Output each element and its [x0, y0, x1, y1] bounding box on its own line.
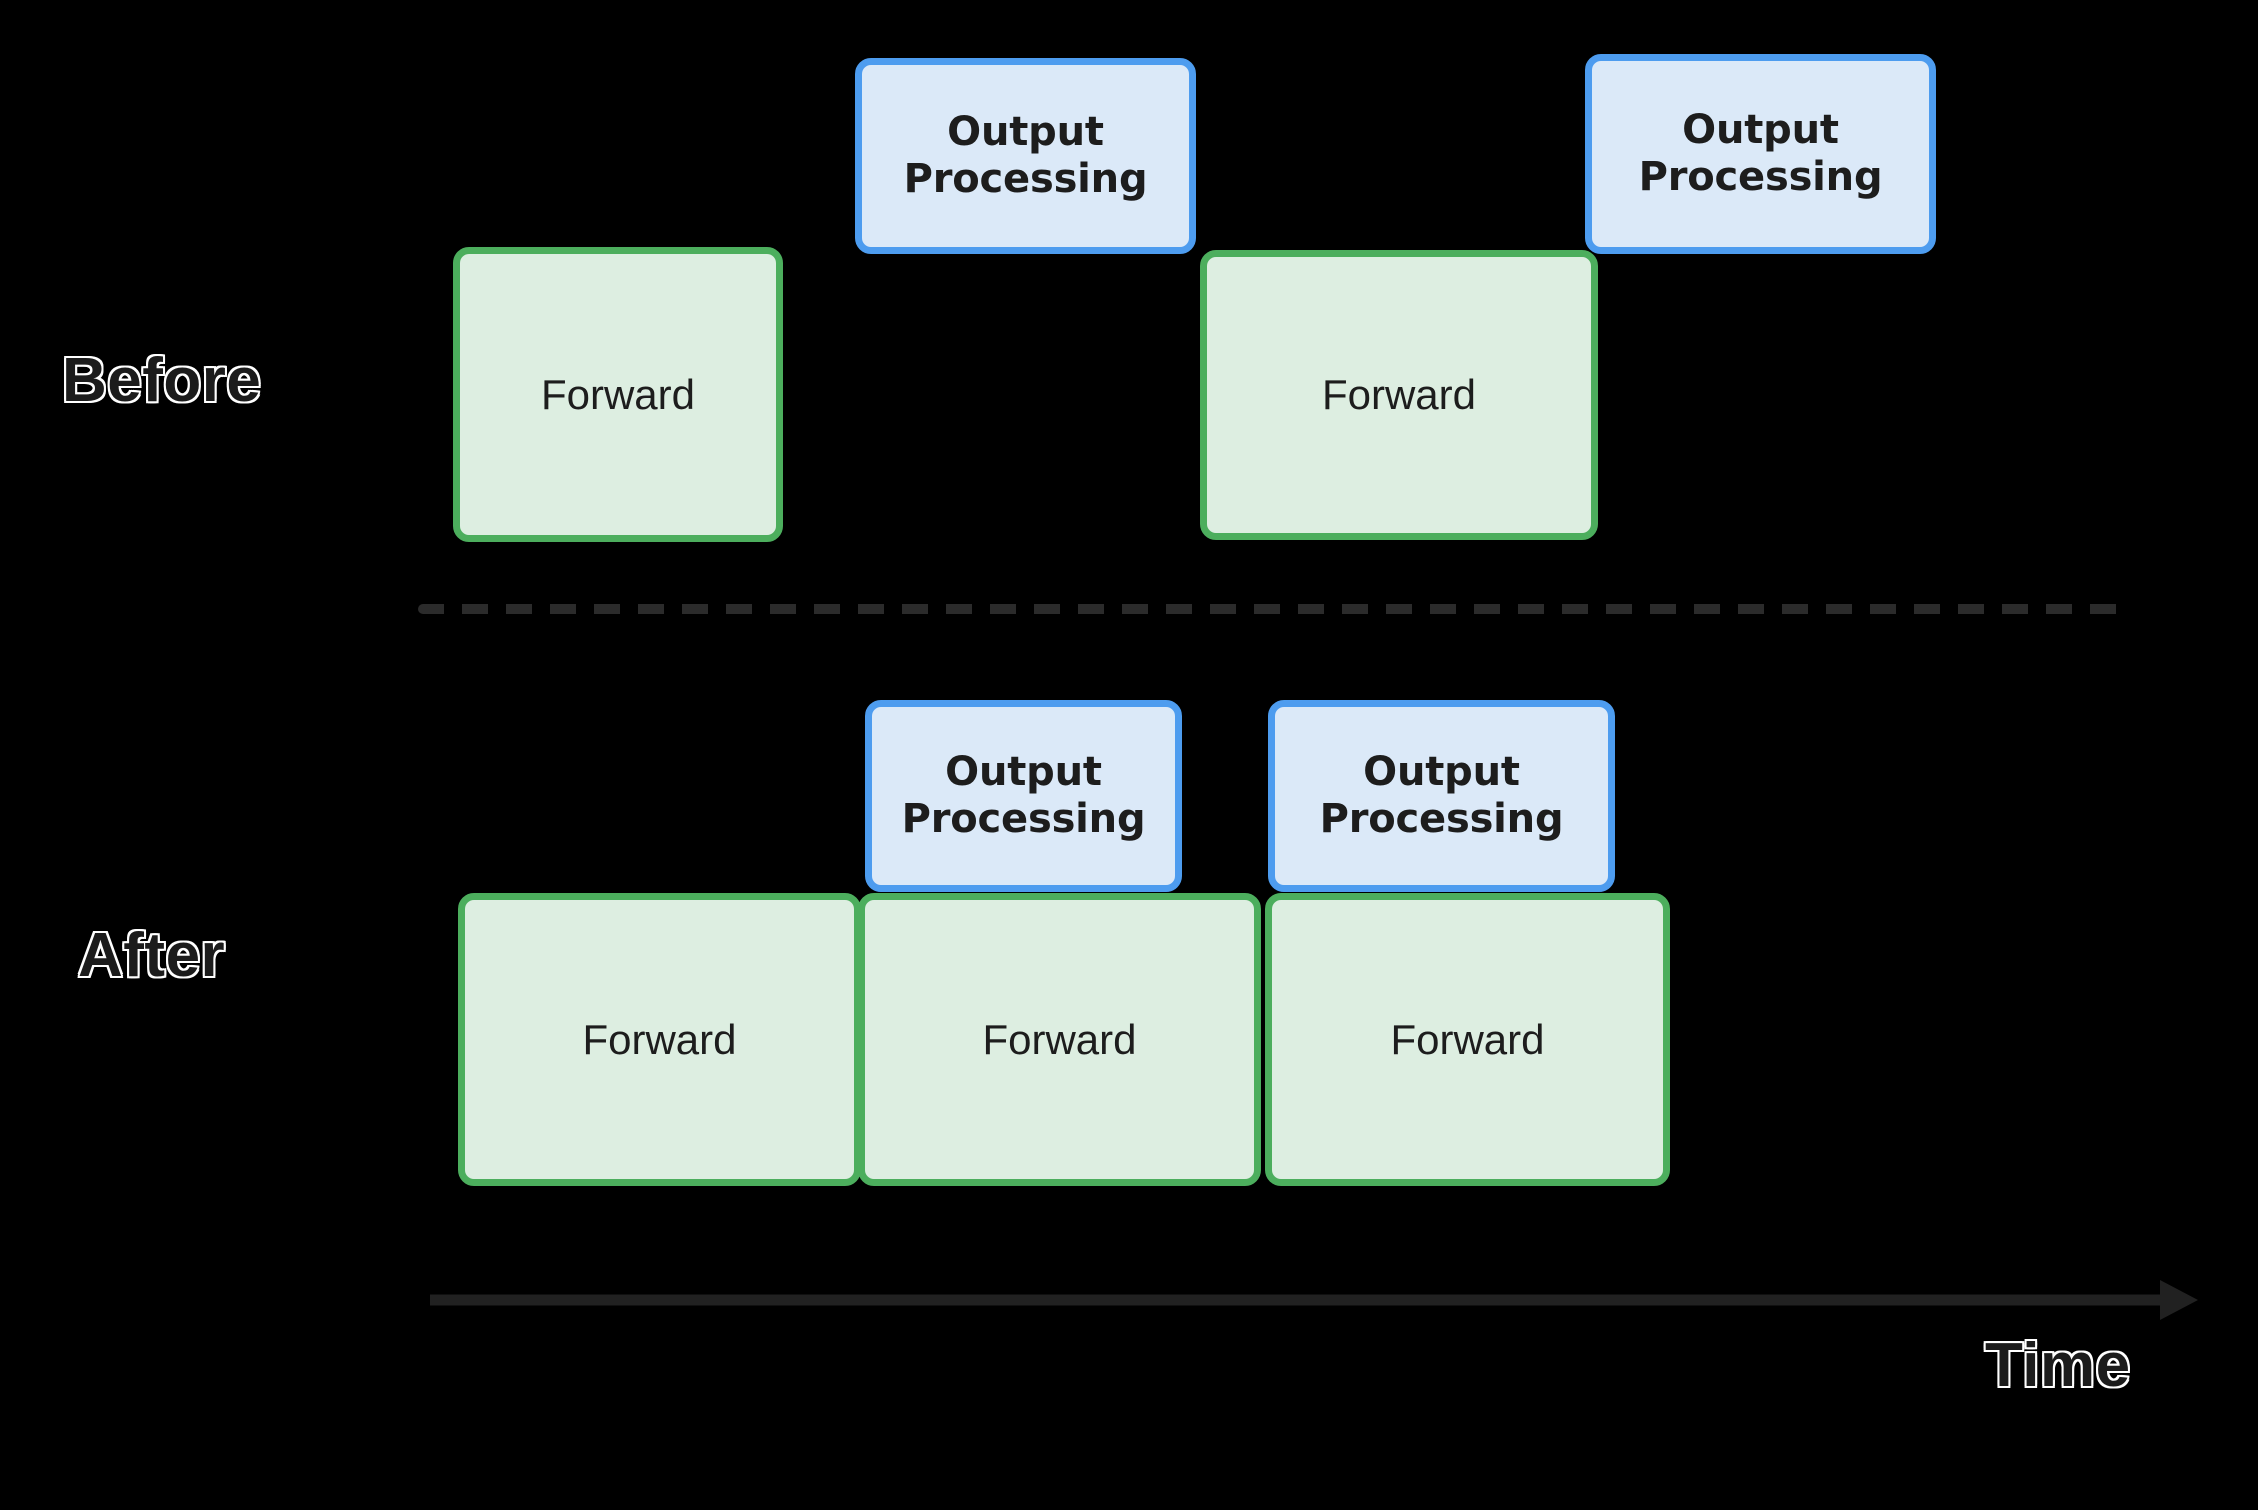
before-forward-label-1: Forward [540, 370, 696, 418]
after-forward-label-2: Forward [982, 1015, 1137, 1063]
time-axis-label: Time [1984, 1330, 2132, 1402]
after-output-processing-block-2: Output Processing [1268, 700, 1615, 892]
after-forward-block-2: Forward [858, 893, 1261, 1186]
before-output-processing-block-2: Output Processing [1585, 54, 1936, 254]
after-output-processing-block-1: Output Processing [865, 700, 1182, 892]
after-forward-label-1: Forward [582, 1015, 737, 1063]
section-divider-dashed-line [418, 604, 2123, 614]
time-axis-arrow [430, 1270, 2200, 1330]
after-forward-label-3: Forward [1390, 1015, 1545, 1063]
before-forward-block-2: Forward [1200, 250, 1598, 540]
before-forward-label-2: Forward [1321, 371, 1477, 419]
after-forward-block-3: Forward [1265, 893, 1670, 1186]
row-label-before: Before [60, 345, 262, 417]
before-output-processing-block-1: Output Processing [855, 58, 1196, 254]
before-output-processing-label-1: Output Processing [903, 108, 1148, 202]
after-output-processing-label-2: Output Processing [1319, 748, 1564, 842]
row-label-after: After [76, 920, 226, 992]
before-forward-block-1: Forward [453, 247, 783, 542]
after-forward-block-1: Forward [458, 893, 861, 1186]
before-output-processing-label-2: Output Processing [1638, 106, 1883, 200]
time-arrow-icon [430, 1280, 2198, 1320]
after-output-processing-label-1: Output Processing [901, 748, 1146, 842]
